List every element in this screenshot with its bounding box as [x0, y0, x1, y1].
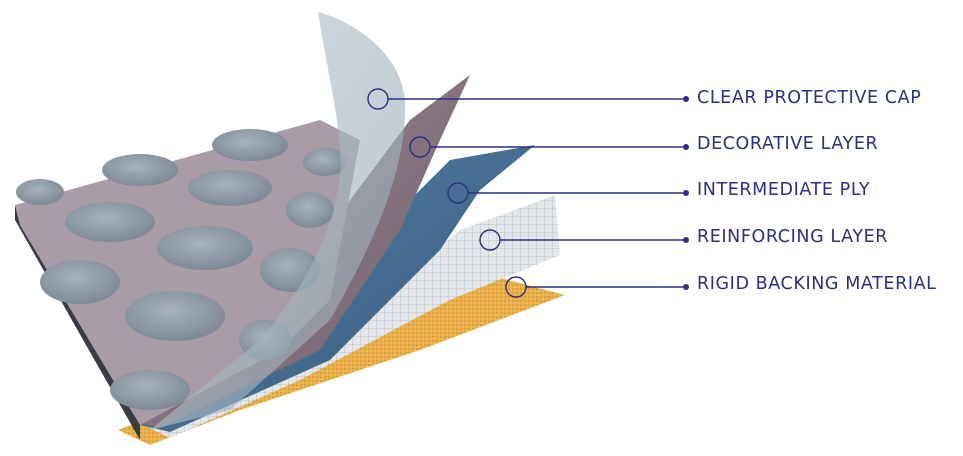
label-clear-protective-cap: CLEAR PROTECTIVE CAP	[697, 88, 921, 108]
stud	[102, 154, 178, 186]
stud	[157, 226, 253, 270]
stud	[188, 170, 272, 206]
stud	[65, 202, 155, 242]
stud	[40, 260, 120, 304]
stud	[110, 370, 190, 410]
label-rigid-backing-material: RIGID BACKING MATERIAL	[697, 274, 937, 294]
label-intermediate-ply: INTERMEDIATE PLY	[697, 180, 870, 200]
stud	[212, 129, 288, 161]
leader-dots	[683, 96, 689, 290]
stud	[286, 192, 334, 228]
label-reinforcing-layer: REINFORCING LAYER	[697, 227, 888, 247]
stud	[125, 291, 225, 341]
stud	[16, 179, 64, 205]
label-decorative-layer: DECORATIVE LAYER	[697, 134, 878, 154]
